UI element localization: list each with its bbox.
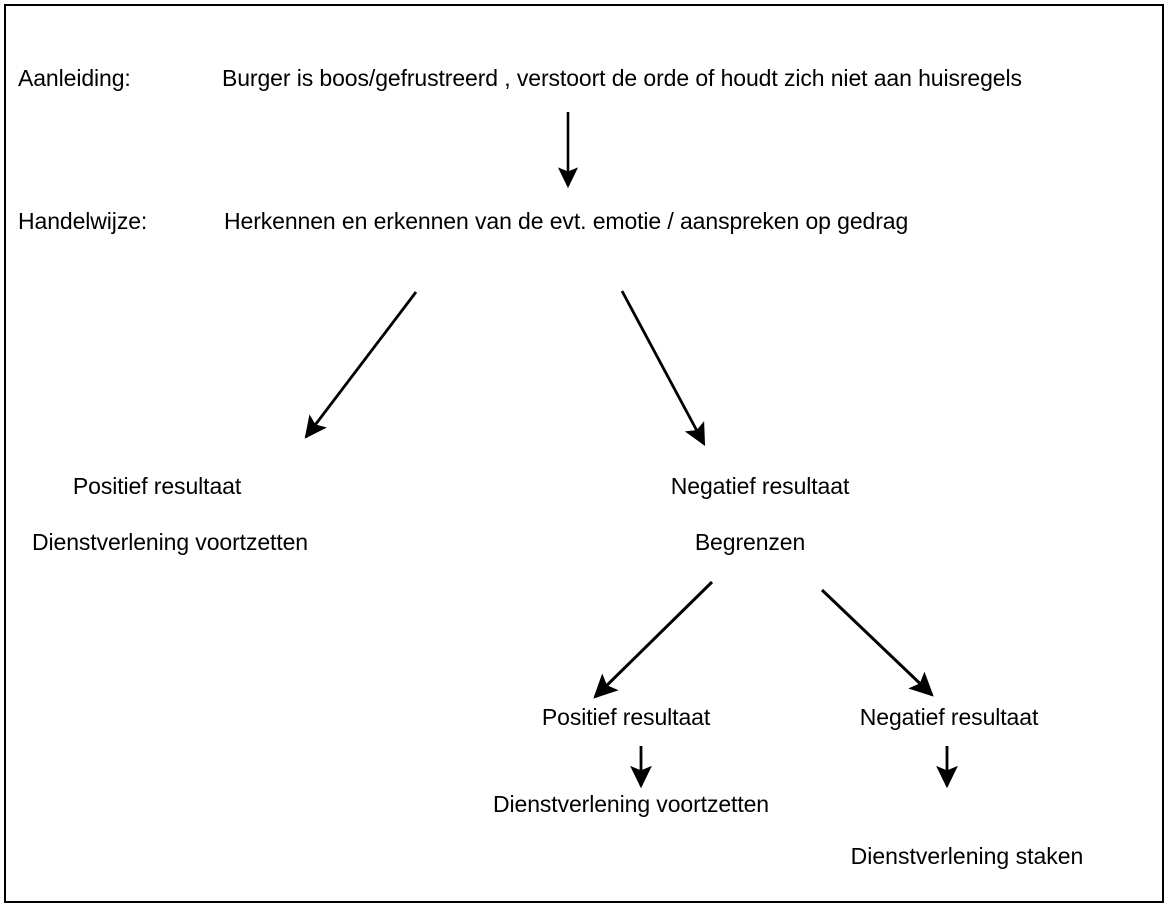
level3-right-action-list: Dienstverlening staken Melden en registr… (851, 791, 1084, 911)
diagram-frame (4, 4, 1164, 903)
level3-right-outcome: Negatief resultaat (859, 704, 1039, 730)
level2-left-action: Dienstverlening voortzetten (31, 529, 309, 555)
level2-left-outcome: Positief resultaat (72, 473, 242, 499)
label-aanleiding: Aanleiding: (18, 65, 131, 91)
level3-left-outcome: Positief resultaat (541, 704, 711, 730)
level2-right-outcome: Negatief resultaat (670, 473, 850, 499)
level3-left-action: Dienstverlening voortzetten (492, 791, 770, 817)
text-handelwijze: Herkennen en erkennen van de evt. emotie… (224, 208, 909, 234)
level3-right-action-line-1: Dienstverlening staken (850, 843, 1084, 869)
level2-right-action: Begrenzen (694, 529, 806, 555)
label-handelwijze: Handelwijze: (18, 208, 148, 234)
text-aanleiding: Burger is boos/gefrustreerd , verstoort … (222, 65, 1022, 91)
